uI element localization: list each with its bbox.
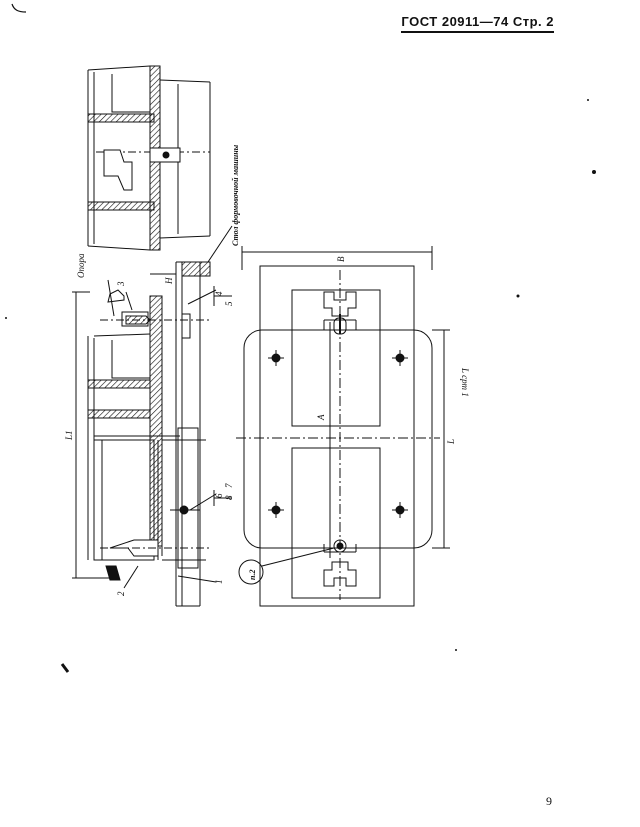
label-a: A (316, 414, 326, 421)
corner-holes (268, 350, 408, 518)
label-b: B (336, 256, 346, 262)
corner-mark (11, 3, 27, 13)
speck (592, 170, 596, 174)
top-side-view (87, 65, 211, 251)
label-n1: 1 (214, 580, 224, 585)
header-text: ГОСТ 20911—74 Стр. 2 (401, 14, 554, 29)
speck (5, 317, 7, 319)
label-n7: 7 (224, 483, 234, 488)
label-n6: 6 (214, 493, 224, 498)
label-stol: Стол формовочной машины (231, 144, 240, 246)
label-opora: Опора (76, 253, 86, 278)
speck (587, 99, 589, 101)
label-lcpt: L срт 1 (460, 367, 470, 397)
page-header: ГОСТ 20911—74 Стр. 2 (401, 14, 554, 33)
speck (516, 294, 520, 298)
label-l1: L1 (64, 430, 74, 441)
label-n4: 4 (214, 291, 224, 296)
label-n5: 5 (224, 301, 234, 306)
speck (60, 663, 70, 673)
page-number: 9 (546, 794, 552, 808)
main-side-view (72, 225, 233, 607)
label-n2: 2 (116, 591, 126, 596)
label-n3: 3 (116, 281, 126, 287)
label-l: L (446, 439, 456, 445)
plan-view (236, 246, 450, 607)
label-p2: п.2 (248, 570, 257, 580)
header-rule (401, 31, 554, 33)
label-h: H (164, 277, 174, 285)
speck (455, 649, 457, 651)
label-n8: 8 (224, 495, 234, 500)
